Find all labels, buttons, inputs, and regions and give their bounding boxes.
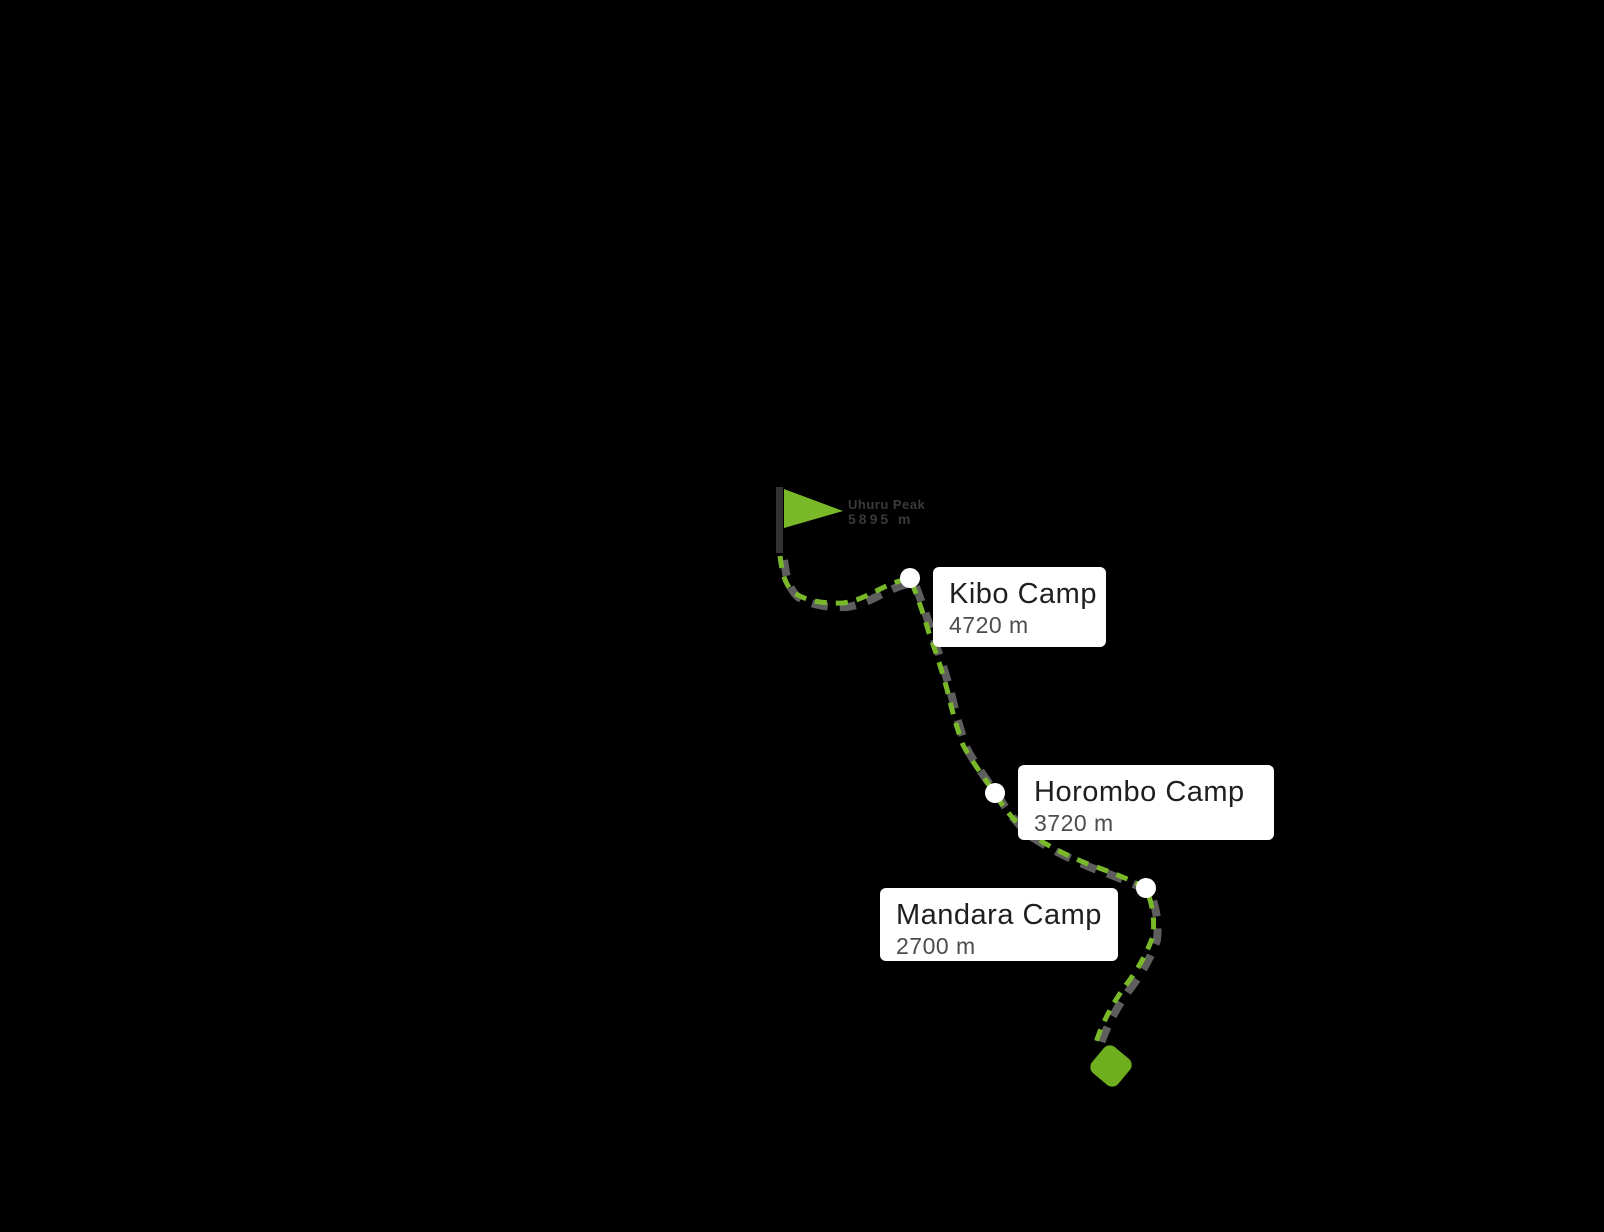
camp-label-mandara: Mandara Camp 2700 m (880, 888, 1118, 961)
camp-label-horombo: Horombo Camp 3720 m (1018, 765, 1274, 840)
camp-altitude: 4720 m (949, 612, 1029, 638)
mandara-camp-pin[interactable] (1136, 878, 1156, 898)
horombo-camp-pin[interactable] (985, 783, 1005, 803)
camp-label-kibo: Kibo Camp 4720 m (933, 567, 1106, 647)
summit-name: Uhuru Peak (848, 497, 926, 512)
camp-name: Kibo Camp (949, 578, 1097, 610)
flag-pennant (784, 489, 843, 528)
summit-label: Uhuru Peak 5895 m (848, 498, 925, 527)
camp-altitude: 2700 m (896, 933, 976, 959)
summit-flag-icon[interactable] (776, 487, 843, 553)
flag-pole (776, 487, 783, 553)
camp-altitude: 3720 m (1034, 810, 1114, 836)
summit-altitude: 5895 m (848, 511, 914, 527)
camp-name: Mandara Camp (896, 899, 1102, 931)
trailhead-marker[interactable] (1087, 1042, 1135, 1090)
route-path (777, 555, 1157, 1044)
kibo-camp-pin[interactable] (900, 568, 920, 588)
camp-name: Horombo Camp (1034, 776, 1245, 808)
